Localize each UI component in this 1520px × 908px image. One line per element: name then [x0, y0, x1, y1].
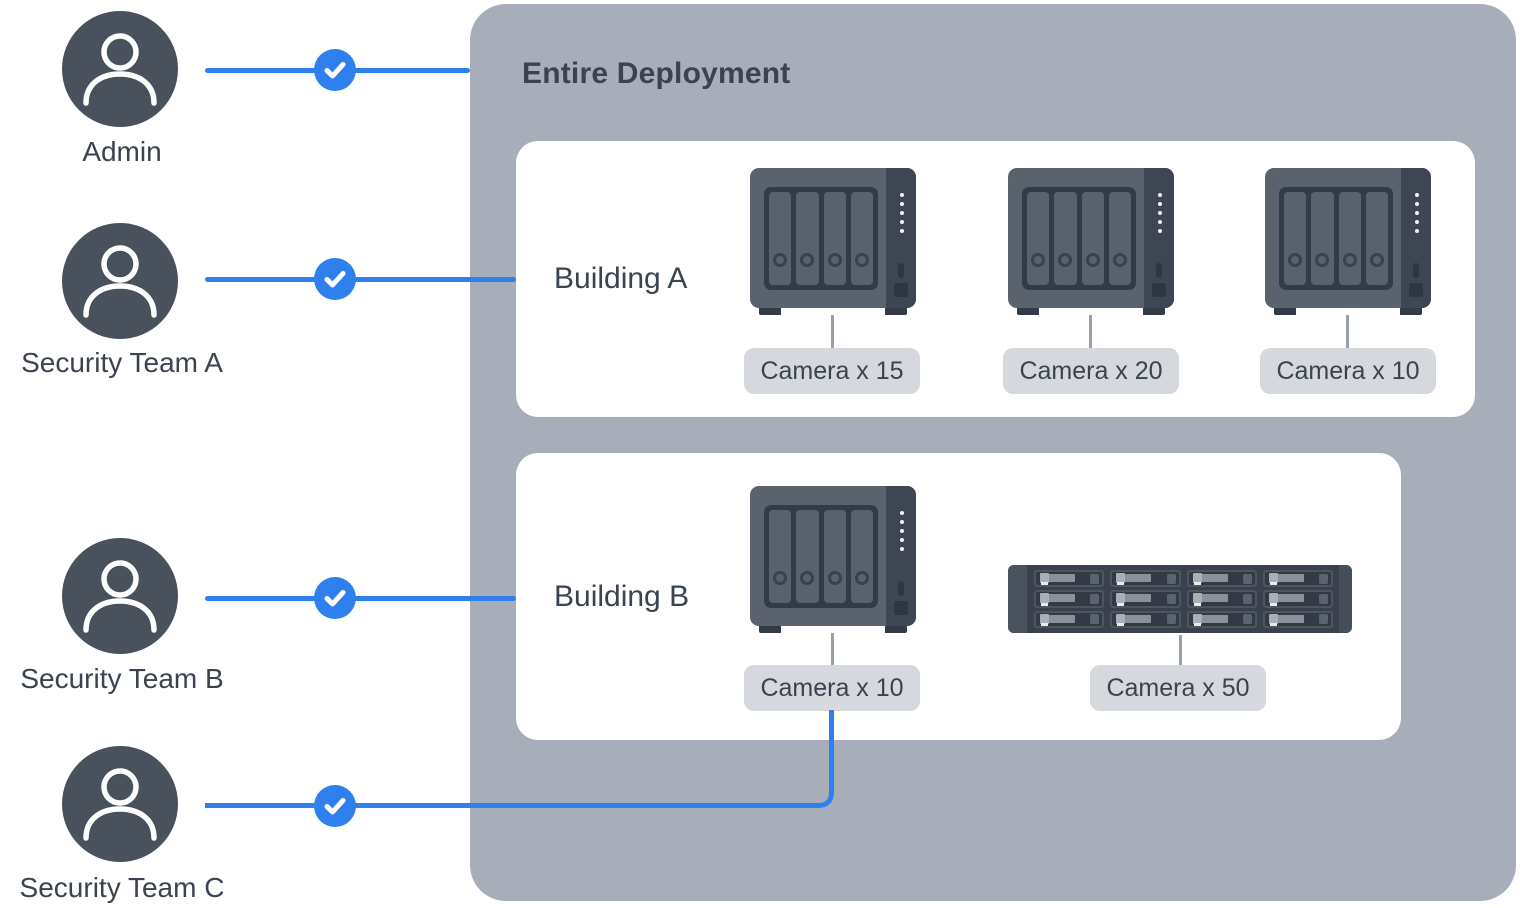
user-avatar-icon	[62, 746, 178, 862]
building-a-name: Building A	[554, 262, 688, 295]
device-connector-line	[1089, 315, 1092, 349]
checkmark-icon	[314, 577, 356, 619]
nas-tower-icon	[750, 168, 916, 315]
rackmount-nas-icon	[1008, 565, 1352, 633]
entire-deployment-panel: Entire Deployment Building A	[470, 4, 1516, 901]
device-connector-line	[1179, 635, 1182, 665]
checkmark-icon	[314, 49, 356, 91]
camera-count-badge: Camera x 10	[1260, 348, 1436, 394]
nas-tower-icon	[1008, 168, 1174, 315]
connection-line-team-a	[205, 277, 516, 282]
user-avatar-icon	[62, 11, 178, 127]
user-label-team-b: Security Team B	[20, 663, 224, 694]
nas-tower-icon	[750, 486, 916, 633]
camera-count-badge: Camera x 10	[744, 665, 920, 711]
user-label-team-c: Security Team C	[19, 872, 225, 903]
building-b-name: Building B	[554, 579, 690, 613]
user-label-team-a: Security Team A	[21, 347, 223, 378]
building-a-card: Building A Camera x 15 Camera x 20	[516, 141, 1475, 417]
device-connector-line	[1346, 315, 1349, 349]
nas-tower-icon	[1265, 168, 1431, 315]
user-label-admin: Admin	[82, 136, 162, 167]
deployment-title: Entire Deployment	[522, 57, 791, 90]
camera-count-badge: Camera x 50	[1090, 665, 1266, 711]
checkmark-icon	[314, 258, 356, 300]
device-connector-line	[831, 315, 834, 349]
checkmark-icon	[314, 785, 356, 827]
user-avatar-icon	[62, 223, 178, 339]
device-connector-line	[831, 633, 834, 665]
building-b-card: Building B	[516, 453, 1401, 740]
camera-count-badge: Camera x 20	[1003, 348, 1179, 394]
user-avatar-icon	[62, 538, 178, 654]
camera-count-badge: Camera x 15	[744, 348, 920, 394]
connection-line-team-b	[205, 596, 516, 601]
